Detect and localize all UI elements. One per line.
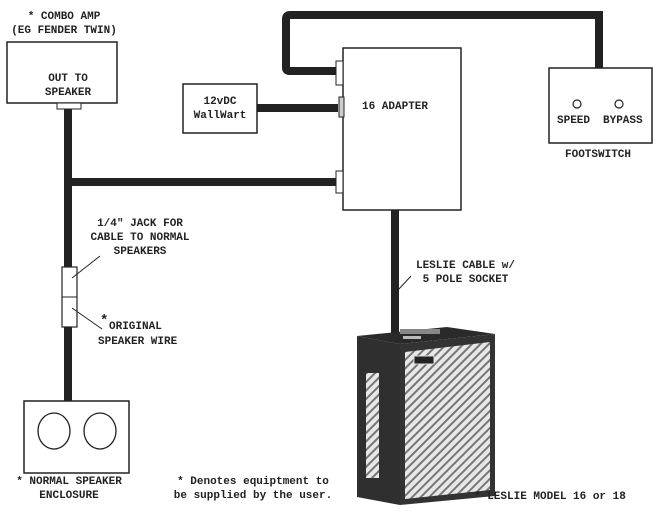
combo-amp-output-label: OUT TO SPEAKER: [18, 72, 118, 100]
jack-label-line2: CABLE TO NORMAL: [90, 232, 190, 244]
jack-pointer: [71, 255, 101, 279]
original-wire-line2: SPEAKER WIRE: [98, 336, 178, 348]
note-line1: * Denotes equiptment to: [177, 476, 329, 488]
speed-label: SPEED: [557, 115, 591, 127]
speaker-cone-left-icon: [37, 412, 71, 450]
leslie-cable-line2: 5 POLE SOCKET: [422, 274, 509, 286]
cables: [64, 11, 603, 402]
wallwart-label: 12vDC WallWart: [183, 95, 257, 123]
combo-amp-box: [6, 41, 118, 104]
adapter-box: [342, 47, 462, 211]
adapter-label: 16 ADAPTER: [362, 101, 429, 113]
wallwart-box: [182, 83, 258, 134]
bypass-label: BYPASS: [603, 115, 643, 127]
user-supplied-note: * Denotes equiptment to be supplied by t…: [163, 475, 343, 503]
combo-amp-title-line1: * COMBO AMP: [27, 11, 101, 23]
combo-amp-output-line1: OUT TO: [48, 73, 88, 85]
speaker-enclosure-line2: ENCLOSURE: [39, 490, 99, 502]
footswitch-label: FOOTSWITCH: [565, 149, 632, 161]
wallwart-line1: 12vDC: [203, 96, 237, 108]
combo-amp-title-line2: (EG FENDER TWIN): [11, 25, 117, 37]
bypass-switch-icon: [614, 99, 624, 109]
combo-amp-output-line2: SPEAKER: [44, 87, 92, 99]
original-wire-line1: ORIGINAL: [109, 321, 162, 333]
speaker-enclosure-line1: * NORMAL SPEAKER: [16, 476, 122, 488]
combo-amp-output-jack: [56, 102, 82, 110]
speed-switch-icon: [572, 99, 582, 109]
footswitch-box: [548, 67, 653, 144]
adapter-power-jack: [338, 96, 345, 118]
leslie-cable-pointer: [397, 275, 412, 291]
adapter-input-jack: [335, 170, 344, 194]
leslie-cabinet-illustration: [357, 327, 495, 505]
note-line2: be supplied by the user.: [173, 490, 333, 502]
wallwart-line2: WallWart: [193, 110, 247, 122]
jack-label-line1: 1/4" JACK FOR: [97, 218, 183, 230]
jack-label: 1/4" JACK FOR CABLE TO NORMAL SPEAKERS: [80, 217, 200, 259]
footswitch-cable: [282, 11, 603, 75]
original-wire-star: *: [100, 313, 109, 329]
wire-pointer: [71, 307, 103, 330]
speaker-cone-right-icon: [83, 412, 117, 450]
combo-amp-title: * COMBO AMP (EG FENDER TWIN): [4, 10, 124, 38]
leslie-cable-label: LESLIE CABLE w/ 5 POLE SOCKET: [408, 259, 523, 287]
leslie-cable-line1: LESLIE CABLE w/: [415, 260, 516, 272]
jack-label-line3: SPEAKERS: [113, 246, 167, 258]
speaker-enclosure-label: * NORMAL SPEAKER ENCLOSURE: [8, 475, 130, 503]
leslie-model-label: * LESLIE MODEL 16 or 18: [474, 491, 626, 503]
adapter-footswitch-jack: [335, 60, 344, 86]
